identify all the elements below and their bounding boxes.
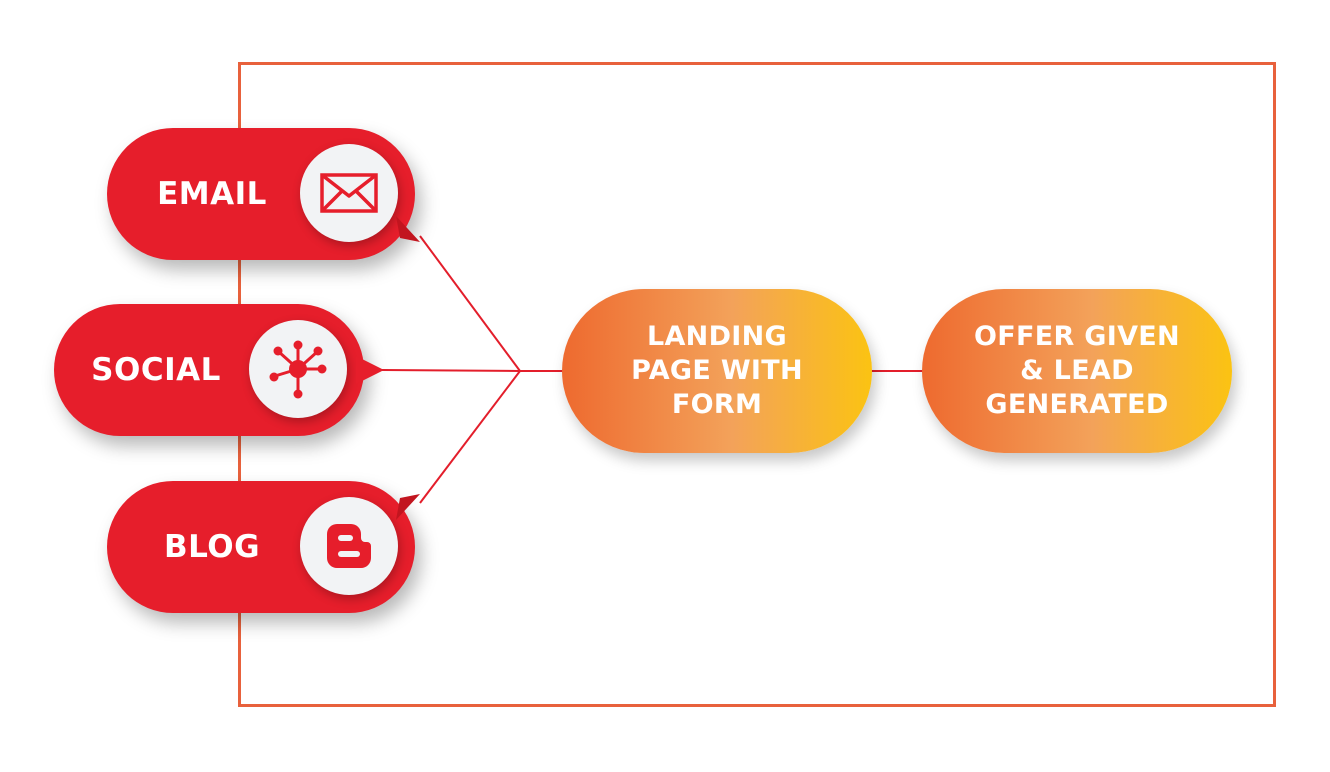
channel-blog: BLOG [107,481,415,613]
channel-blog-pointer [396,494,420,520]
channel-email: EMAIL [107,128,415,260]
stage-offer-lead: OFFER GIVEN & LEAD GENERATED [922,289,1232,453]
channel-blog-label: BLOG [163,529,261,565]
connector-social [381,369,521,372]
network-icon [249,320,347,418]
channel-email-pointer [396,216,420,242]
envelope-icon [300,144,398,242]
stage-landing-page: LANDING PAGE WITH FORM [562,289,872,453]
blogger-icon [300,497,398,595]
channel-social: SOCIAL [54,304,364,436]
channel-social-label: SOCIAL [91,352,221,388]
connector-blog [419,370,521,504]
channel-social-pointer [356,356,384,384]
channel-email-label: EMAIL [157,176,267,212]
connector-email [419,235,521,372]
stage-landing-page-label: LANDING PAGE WITH FORM [631,321,803,420]
stage-offer-lead-label: OFFER GIVEN & LEAD GENERATED [974,321,1180,420]
